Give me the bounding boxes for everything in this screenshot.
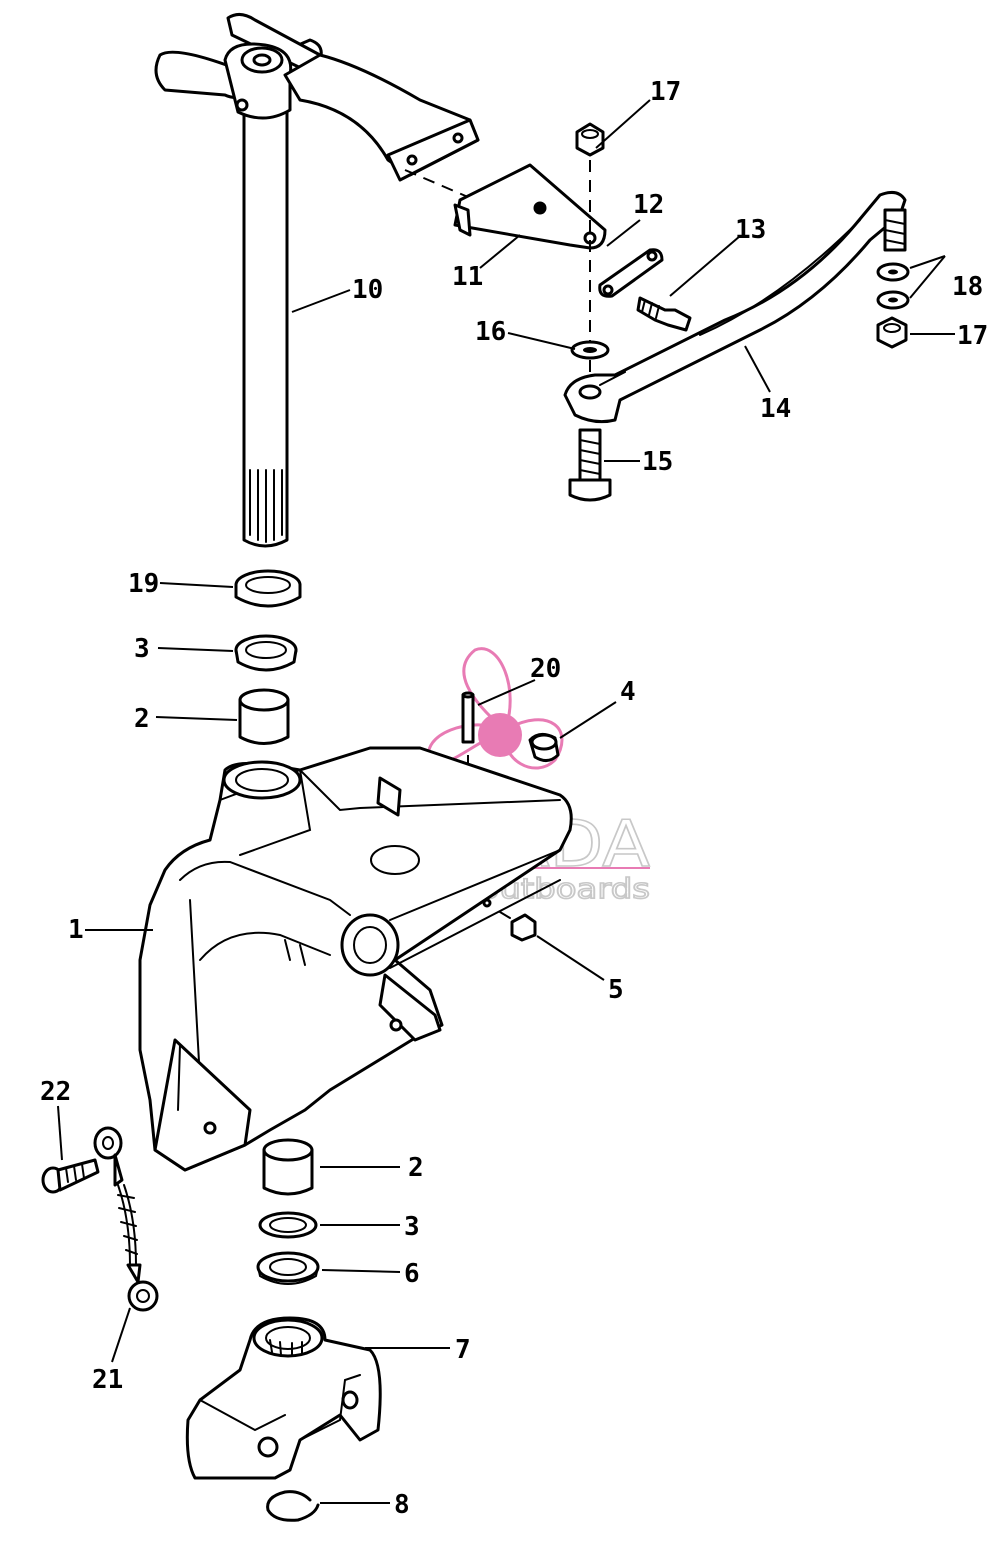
callout-17-right: 17 xyxy=(957,321,988,351)
callout-6: 6 xyxy=(404,1259,420,1289)
part-11-bracket xyxy=(404,163,607,250)
callout-3-lower: 3 xyxy=(404,1212,420,1242)
part-17-nut-top xyxy=(575,122,605,157)
callout-12: 12 xyxy=(633,190,664,220)
part-12-link-plate xyxy=(598,248,664,298)
callout-8: 8 xyxy=(394,1490,410,1520)
callout-19: 19 xyxy=(128,569,159,599)
callout-7: 7 xyxy=(455,1335,471,1365)
part-6-washer xyxy=(256,1251,320,1285)
callout-14: 14 xyxy=(760,394,791,424)
callout-18: 18 xyxy=(952,272,983,302)
part-19-seal xyxy=(234,569,302,608)
part-18-washers xyxy=(876,262,910,310)
part-17-nut-right xyxy=(876,316,908,349)
part-3-washer-lower xyxy=(258,1211,318,1239)
part-14-tie-bar xyxy=(563,190,907,424)
callout-5: 5 xyxy=(608,975,624,1005)
part-22-screw xyxy=(41,1158,100,1194)
callout-16: 16 xyxy=(475,317,506,347)
part-1-swivel-bracket xyxy=(138,746,573,1172)
part-5-grease-fitting xyxy=(499,911,537,942)
callout-15: 15 xyxy=(642,447,673,477)
callout-17-top: 17 xyxy=(650,77,681,107)
callout-10: 10 xyxy=(352,275,383,305)
callout-4: 4 xyxy=(620,677,636,707)
callout-22: 22 xyxy=(40,1077,71,1107)
callout-1: 1 xyxy=(68,915,84,945)
part-2-bushing-lower xyxy=(262,1138,314,1196)
part-13-bolt xyxy=(636,296,692,332)
callout-20: 20 xyxy=(530,654,561,684)
part-21-ground-strap xyxy=(93,1126,159,1312)
callout-21: 21 xyxy=(92,1365,123,1395)
callout-2-upper: 2 xyxy=(134,704,150,734)
callout-labels: 10 11 12 13 17 16 14 15 18 17 19 3 2 20 … xyxy=(40,77,988,1520)
leader-lines xyxy=(57,99,955,1504)
callout-3-upper: 3 xyxy=(134,634,150,664)
part-3-washer-upper xyxy=(234,634,298,672)
callout-11: 11 xyxy=(452,262,483,292)
part-16-washer xyxy=(570,340,610,360)
part-8-retaining-ring xyxy=(266,1490,320,1522)
callout-2-lower: 2 xyxy=(408,1153,424,1183)
callout-13: 13 xyxy=(735,215,766,245)
part-7-lower-swivel-yoke xyxy=(185,1316,382,1480)
part-15-screw xyxy=(568,428,612,502)
part-4-bushing xyxy=(528,733,560,762)
part-10-swivel-shaft-and-steering-arm xyxy=(154,13,480,548)
part-2-bushing-upper xyxy=(238,688,290,745)
